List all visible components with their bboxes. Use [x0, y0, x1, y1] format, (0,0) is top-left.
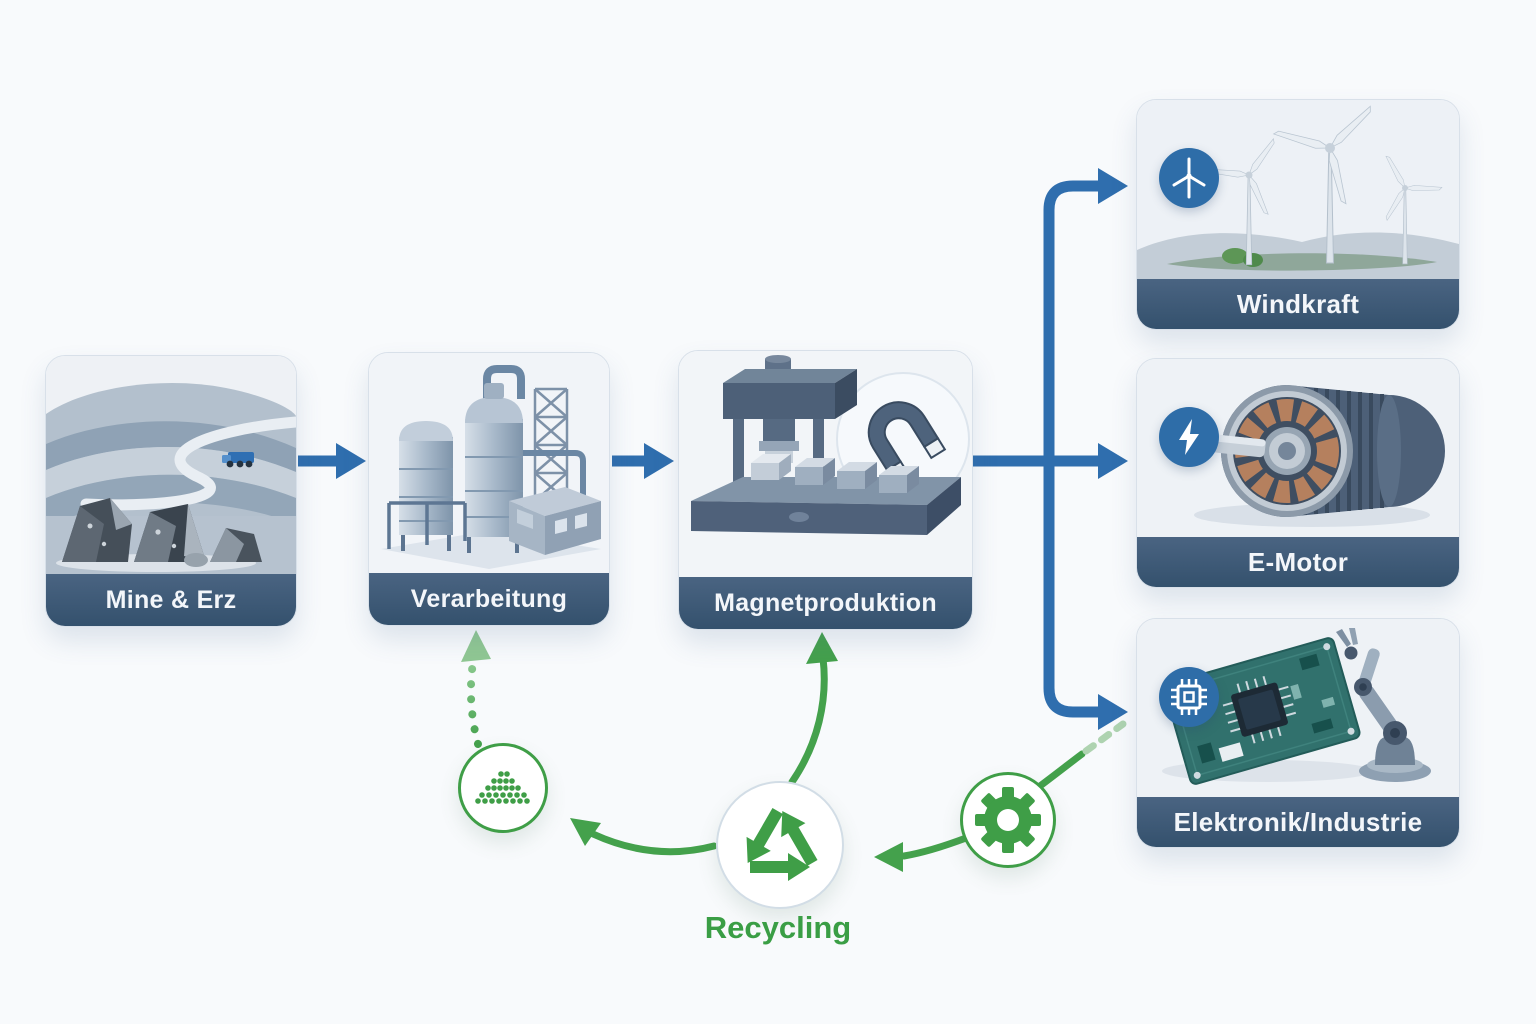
arrowhead-to-powder — [570, 818, 601, 846]
processing-plant-icon — [369, 353, 609, 573]
arrowhead-to-magnet — [806, 632, 838, 664]
wind-turbine-right — [1385, 155, 1443, 265]
elektronik-illustration — [1137, 619, 1459, 797]
bush-icon — [1222, 248, 1248, 264]
arrow-recycling-to-magnet — [788, 654, 828, 786]
mine-illustration — [46, 356, 296, 574]
haul-road — [80, 416, 296, 511]
robot-arm-icon — [1336, 628, 1431, 782]
arrow-gear-to-recycling — [900, 834, 970, 860]
pipe — [521, 450, 586, 503]
node-mine-label-bar: Mine & Erz — [46, 574, 296, 626]
node-emotor: E-Motor — [1136, 358, 1460, 588]
arrowhead-to-verarbeitung — [461, 630, 491, 662]
arrowhead-elektronik — [1098, 694, 1128, 730]
node-elektronik: Elektronik/Industrie — [1136, 618, 1460, 848]
arrow-powder-to-verarbeitung-dotted — [466, 652, 482, 748]
node-mine-label: Mine & Erz — [105, 585, 237, 614]
line-elektronik-to-gear-dashed — [1082, 720, 1127, 755]
node-magnetproduktion-label-bar: Magnetproduktion — [679, 577, 972, 629]
wind-turbine-center — [1272, 105, 1371, 264]
wind-turbine-icon — [1172, 157, 1206, 199]
magnet-blocks — [751, 454, 919, 493]
emotor-badge — [1159, 407, 1219, 467]
arrowhead-emotor — [1098, 443, 1128, 479]
electric-motor-icon — [1137, 359, 1459, 537]
storage-tanks — [399, 383, 523, 553]
node-verarbeitung-label-bar: Verarbeitung — [369, 573, 609, 625]
node-windkraft-label: Windkraft — [1236, 288, 1360, 319]
node-verarbeitung: Verarbeitung — [368, 352, 610, 626]
node-mine: Mine & Erz — [45, 355, 297, 627]
elektronik-badge — [1159, 667, 1219, 727]
emotor-illustration — [1137, 359, 1459, 537]
plant-building — [509, 487, 601, 555]
recycled-material-circle — [458, 743, 548, 833]
arrow-branch-to-windkraft — [1043, 180, 1098, 461]
gear-icon — [975, 787, 1041, 853]
processing-plant-illustration — [369, 353, 609, 573]
arrowhead-magnet — [644, 443, 674, 479]
chip-icon — [1171, 679, 1207, 715]
railing — [387, 501, 467, 549]
node-windkraft: Windkraft — [1136, 99, 1460, 330]
windkraft-illustration — [1137, 100, 1459, 279]
node-emotor-label: E-Motor — [1247, 546, 1349, 577]
press-platform — [691, 477, 961, 535]
recycling-label: Recycling — [704, 910, 852, 945]
node-verarbeitung-label: Verarbeitung — [410, 584, 568, 613]
mining-truck-icon — [222, 452, 254, 468]
node-magnetproduktion-label: Magnetproduktion — [714, 588, 937, 617]
arrowhead-windkraft — [1098, 168, 1128, 204]
node-elektronik-label: Elektronik/Industrie — [1173, 806, 1423, 837]
motor-front-face — [1221, 385, 1353, 517]
node-elektronik-label-bar: Elektronik/Industrie — [1137, 797, 1459, 847]
magnet-production-illustration — [679, 351, 972, 577]
pipe — [483, 365, 525, 417]
magnet-press-icon — [679, 351, 972, 577]
arrow-branch-to-elektronik — [1043, 461, 1098, 718]
powder-pile-icon — [475, 771, 530, 804]
windkraft-badge — [1159, 148, 1219, 208]
lightning-icon — [1179, 419, 1199, 455]
node-emotor-label-bar: E-Motor — [1137, 537, 1459, 587]
wind-turbine-left — [1204, 138, 1275, 266]
recycle-icon — [746, 808, 818, 881]
reprocessing-circle — [960, 772, 1056, 868]
open-pit-mine-icon — [46, 356, 296, 574]
ore-rocks-icon — [62, 498, 262, 567]
node-magnetproduktion: Magnetproduktion — [678, 350, 973, 630]
recycling-hub — [716, 781, 844, 909]
arrowhead-to-recycling — [874, 842, 903, 872]
arrow-recycling-to-powder — [589, 830, 718, 856]
node-windkraft-label-bar: Windkraft — [1137, 279, 1459, 329]
lattice-tower — [533, 387, 569, 503]
arrowhead-verarbeitung — [336, 443, 366, 479]
